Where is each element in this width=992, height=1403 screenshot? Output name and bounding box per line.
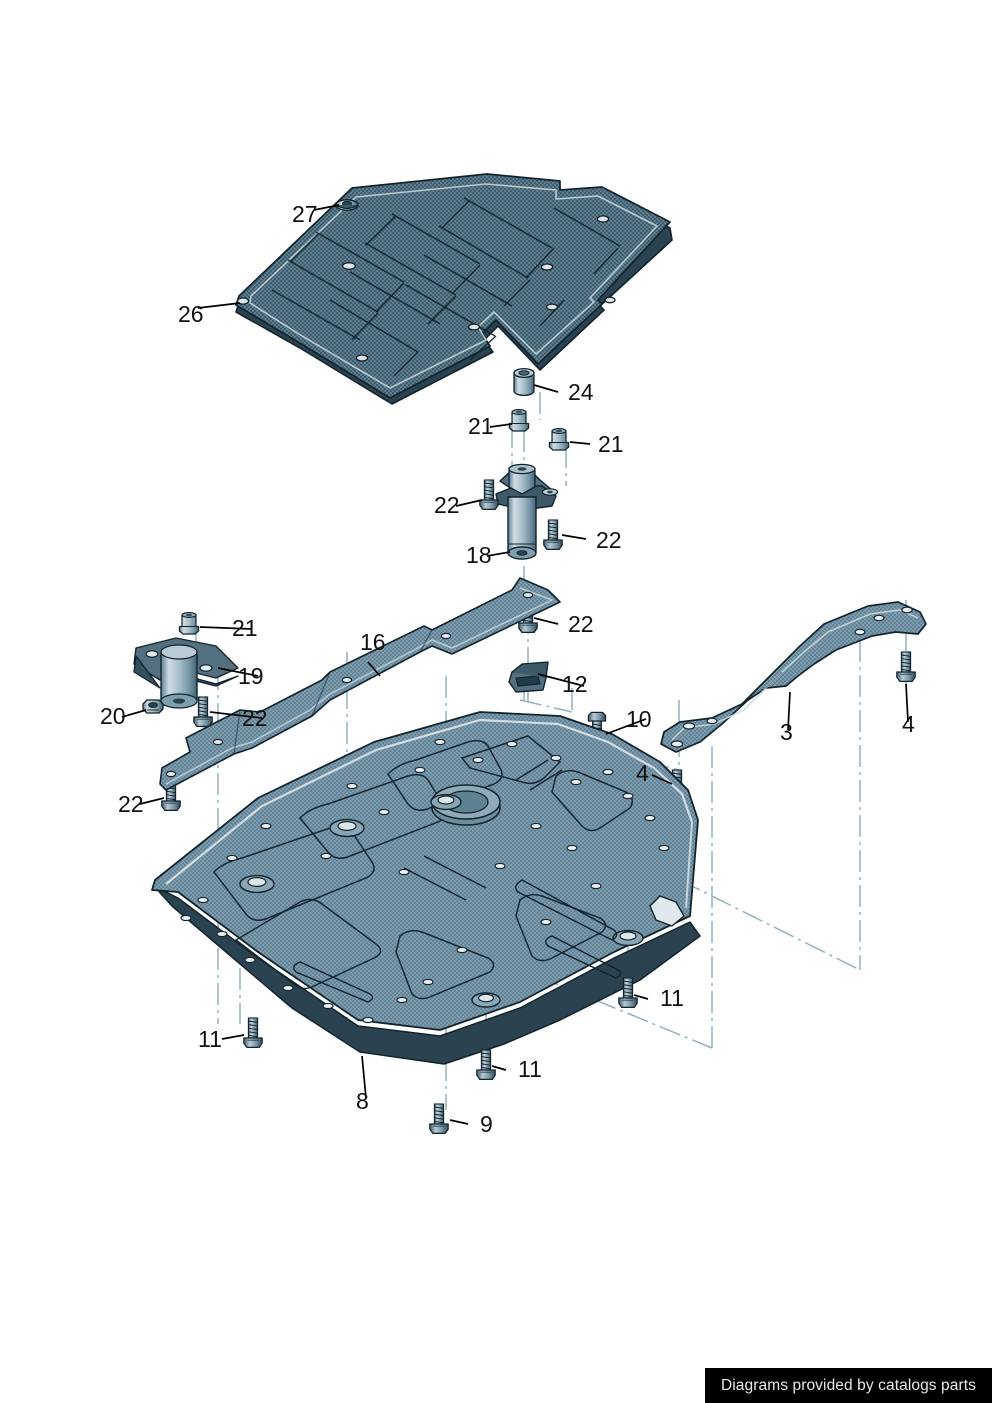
- part-27-retaining-clip: [335, 199, 359, 211]
- part-20-flange-nut: [142, 699, 164, 714]
- part-12-spring-nut-clip: [508, 661, 549, 693]
- callout-22-b: 22: [596, 527, 622, 553]
- part-19-mount-bracket: [133, 637, 239, 709]
- callout-21-c: 21: [232, 615, 258, 641]
- part-8-engine-under-shield: [151, 711, 701, 1065]
- part-24-spacer-sleeve: [513, 367, 535, 397]
- part-26-noise-insulation-mat: [235, 173, 673, 405]
- callout-4-a: 4: [902, 711, 915, 737]
- leader-lines: [121, 204, 909, 1125]
- callout-11-c: 11: [518, 1056, 542, 1082]
- callout-27: 27: [292, 201, 318, 227]
- part-16-cross-brace: [159, 577, 561, 791]
- callout-18: 18: [466, 542, 492, 568]
- part-22-hex-bolt-b: [543, 519, 563, 551]
- callout-labels: 27 26 24 21 21 22 22 18 22 21 16 19 12 1…: [100, 201, 915, 1137]
- callout-19: 19: [238, 663, 264, 689]
- callout-21-a: 21: [468, 413, 494, 439]
- callout-22-c: 22: [568, 611, 594, 637]
- callout-3: 3: [780, 719, 793, 745]
- callout-11-a: 11: [660, 985, 684, 1011]
- callout-20: 20: [100, 703, 126, 729]
- callout-4-b: 4: [636, 760, 649, 786]
- callout-21-b: 21: [598, 431, 624, 457]
- callout-12: 12: [562, 671, 588, 697]
- part-3-side-rail: [660, 601, 927, 753]
- callout-22-a: 22: [434, 492, 460, 518]
- part-21-hex-nut-a: [508, 409, 530, 432]
- callout-10: 10: [626, 706, 652, 732]
- part-21-hex-nut-b: [548, 428, 570, 451]
- callout-11-b: 11: [198, 1026, 222, 1052]
- callout-24: 24: [568, 379, 594, 405]
- watermark-text: Diagrams provided by catalogs parts: [720, 1376, 977, 1394]
- callout-22-d: 22: [242, 705, 268, 731]
- part-18-damper-strut: [495, 463, 559, 560]
- callout-26: 26: [178, 301, 204, 327]
- part-21-hex-nut-c: [178, 611, 200, 635]
- watermark-banner: Diagrams provided by catalogs parts: [705, 1368, 992, 1403]
- callout-22-e: 22: [118, 791, 144, 817]
- part-4-hex-bolt-a: [896, 651, 916, 683]
- callout-16: 16: [360, 629, 386, 655]
- callout-8: 8: [356, 1088, 369, 1114]
- part-11-shield-screw-c: [476, 1049, 496, 1081]
- part-11-shield-screw-b: [243, 1017, 263, 1049]
- callout-9: 9: [480, 1111, 493, 1137]
